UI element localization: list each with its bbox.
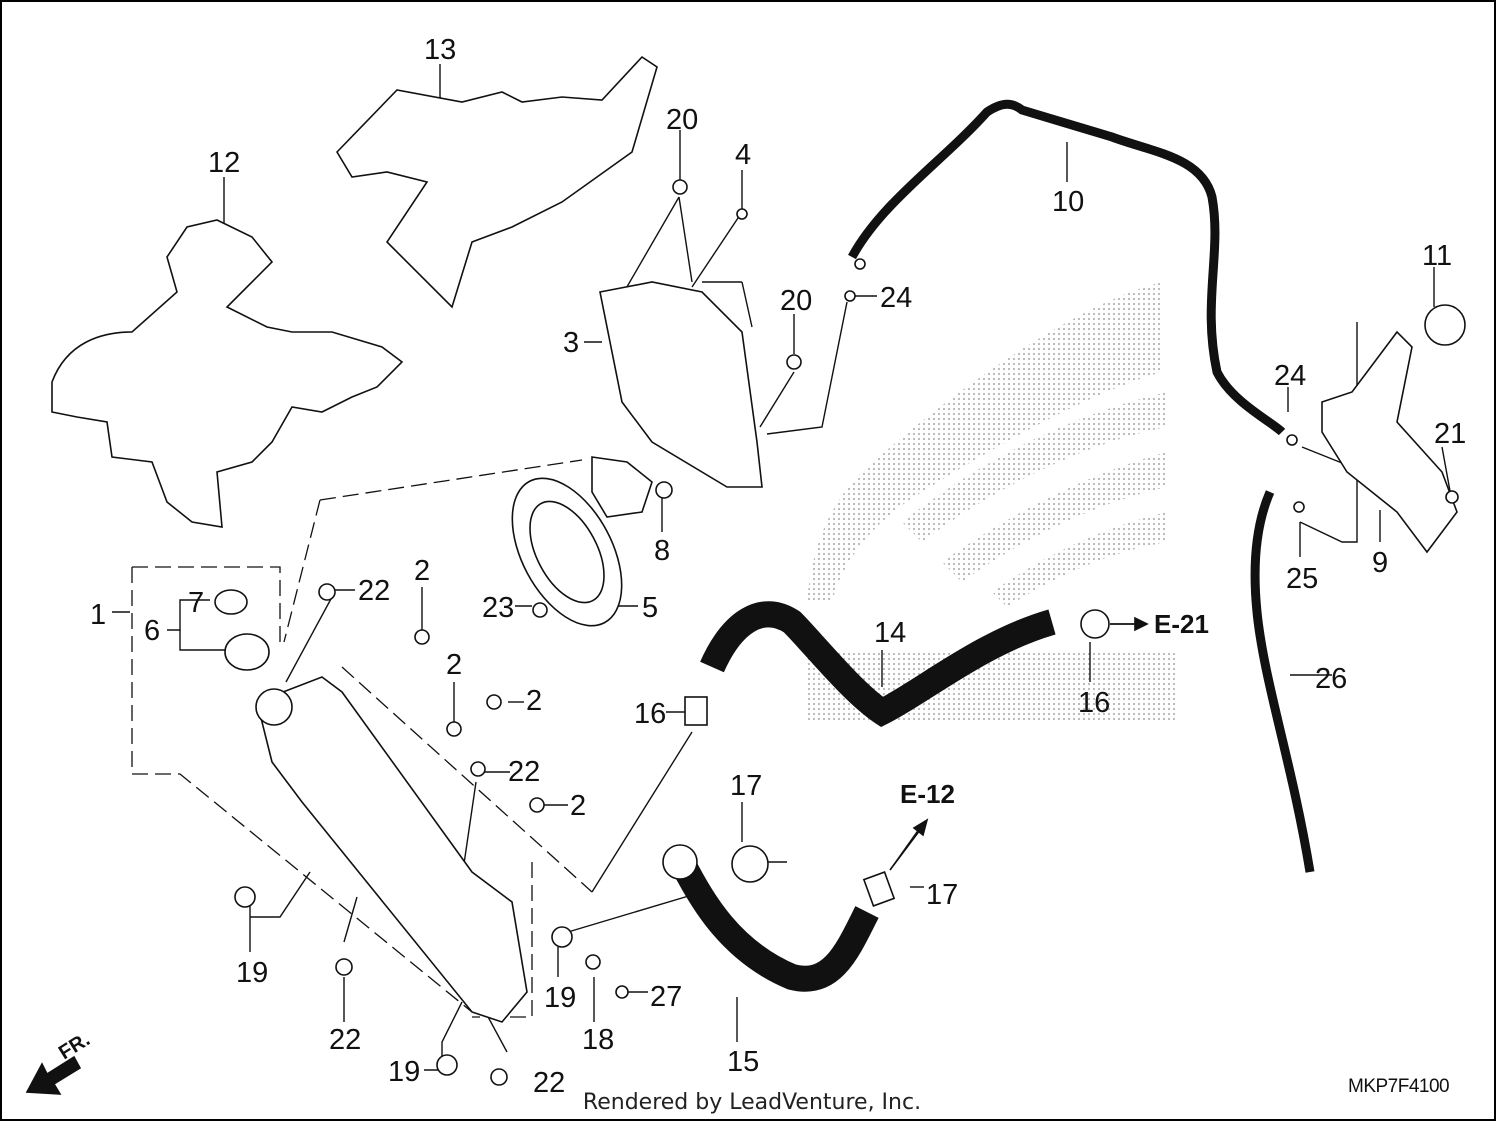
callout-8[interactable]: 8 <box>654 535 670 567</box>
ref-e21[interactable]: E-21 <box>1154 609 1209 639</box>
side-cover-part <box>51 219 404 528</box>
upper-hose-part <box>700 601 1056 728</box>
callout-9[interactable]: 9 <box>1372 547 1388 579</box>
callout-25[interactable]: 25 <box>1286 563 1318 595</box>
shroud-part <box>335 55 658 309</box>
callout-22[interactable]: 22 <box>533 1067 565 1099</box>
callout-20[interactable]: 20 <box>780 285 812 317</box>
siphon-hose-part <box>848 99 1286 436</box>
callout-23[interactable]: 23 <box>482 592 514 624</box>
overflow-hose-part <box>1250 490 1315 873</box>
callout-1[interactable]: 1 <box>90 599 106 631</box>
callout-3[interactable]: 3 <box>563 327 579 359</box>
callout-7[interactable]: 7 <box>188 587 204 619</box>
callout-19[interactable]: 19 <box>544 982 576 1014</box>
callout-15[interactable]: 15 <box>727 1046 759 1078</box>
callout-10[interactable]: 10 <box>1052 186 1084 218</box>
part-shapes <box>25 55 1466 1095</box>
callout-2[interactable]: 2 <box>414 555 430 587</box>
callout-27[interactable]: 27 <box>650 981 682 1013</box>
callout-5[interactable]: 5 <box>642 592 658 624</box>
front-direction-arrow <box>25 1055 82 1095</box>
ref-e12[interactable]: E-12 <box>900 779 955 809</box>
callout-13[interactable]: 13 <box>424 34 456 66</box>
callout-2[interactable]: 2 <box>570 790 586 822</box>
front-direction-label: FR. <box>55 1029 94 1065</box>
fan-motor-part <box>591 456 653 518</box>
callout-16[interactable]: 16 <box>1078 687 1110 719</box>
fan-shroud-part <box>599 281 763 488</box>
footer-credit: Rendered by LeadVenture, Inc. <box>582 1090 922 1115</box>
callout-17[interactable]: 17 <box>926 879 958 911</box>
callout-24[interactable]: 24 <box>1274 360 1306 392</box>
callout-22[interactable]: 22 <box>358 575 390 607</box>
callout-12[interactable]: 12 <box>208 147 240 179</box>
clamp-part <box>684 696 708 726</box>
callout-4[interactable]: 4 <box>735 139 751 171</box>
radiator-part <box>256 676 528 1023</box>
callout-20[interactable]: 20 <box>666 104 698 136</box>
callout-26[interactable]: 26 <box>1315 663 1347 695</box>
callout-19[interactable]: 19 <box>236 957 268 989</box>
bolts-and-grommets <box>234 179 1459 1086</box>
lower-hose-part <box>670 856 879 992</box>
callout-24[interactable]: 24 <box>880 282 912 314</box>
callout-2[interactable]: 2 <box>446 649 462 681</box>
callout-19[interactable]: 19 <box>388 1056 420 1088</box>
diagram-code: MKP7F4100 <box>1348 1076 1450 1097</box>
callout-21[interactable]: 21 <box>1434 418 1466 450</box>
tank-cap-part <box>1424 304 1466 346</box>
callout-18[interactable]: 18 <box>582 1024 614 1056</box>
callout-22[interactable]: 22 <box>508 756 540 788</box>
callout-2[interactable]: 2 <box>526 685 542 717</box>
callout-16[interactable]: 16 <box>634 698 666 730</box>
callout-14[interactable]: 14 <box>874 617 906 649</box>
callout-6[interactable]: 6 <box>144 615 160 647</box>
ref-arrows <box>889 616 1149 871</box>
callout-17[interactable]: 17 <box>730 770 762 802</box>
assembly-boundary-lines <box>131 459 593 1018</box>
filler-neck-part <box>255 688 293 726</box>
radiator-cap-part <box>224 633 270 671</box>
callout-11[interactable]: 11 <box>1422 240 1452 272</box>
callout-22[interactable]: 22 <box>329 1024 361 1056</box>
